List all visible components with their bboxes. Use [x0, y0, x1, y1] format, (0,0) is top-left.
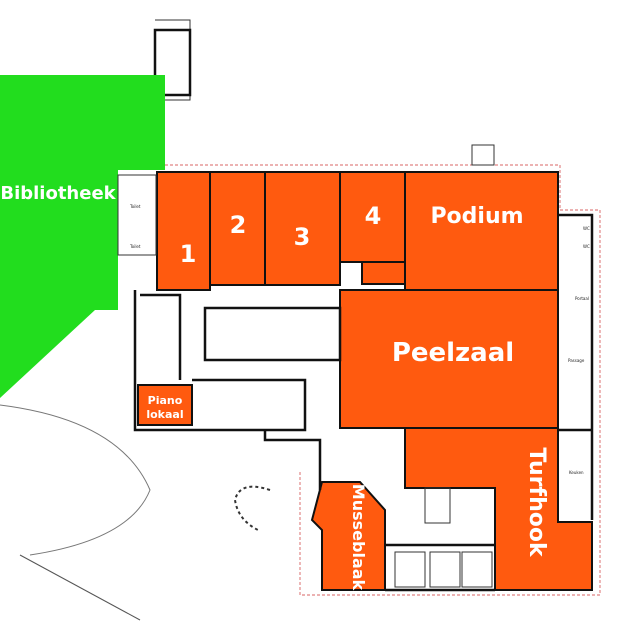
- ramp-line: [19, 554, 141, 621]
- south-corridor: [263, 430, 322, 490]
- site-boundary: [165, 164, 601, 596]
- toilet-b: [429, 551, 461, 588]
- label-passage: Passage: [568, 358, 585, 363]
- entrance-tower-walls: [153, 28, 192, 97]
- label-2: 2: [230, 211, 247, 239]
- label-podium: Podium: [430, 204, 523, 229]
- room-2[interactable]: [209, 171, 266, 286]
- label-bibliotheek: Bibliotheek: [0, 183, 116, 204]
- room-turfhook[interactable]: [404, 427, 593, 591]
- room-podium[interactable]: [404, 171, 559, 291]
- stairs: [424, 487, 451, 524]
- label-1: 1: [180, 240, 197, 268]
- toilet-c: [461, 551, 493, 588]
- corridor-walls: [133, 290, 307, 432]
- toilet-block-west: [117, 174, 157, 256]
- label-keuken: Keuken: [569, 470, 584, 475]
- storage-4: [361, 261, 406, 285]
- terrace-curve: [0, 404, 151, 556]
- label-portaal: Portaal: [575, 296, 589, 301]
- label-peelzaal: Peelzaal: [392, 338, 514, 368]
- label-piano-1: Piano: [148, 394, 183, 407]
- toilet-block: [140, 293, 182, 380]
- label-toilet-2: Toilet: [129, 244, 141, 249]
- label-piano-2: lokaal: [146, 408, 183, 421]
- dashed-path: [233, 485, 271, 531]
- inner-block: [203, 306, 342, 362]
- room-bibliotheek[interactable]: [0, 75, 165, 398]
- label-3: 3: [294, 223, 311, 251]
- room-4[interactable]: [339, 171, 406, 263]
- label-toilet-1: Toilet: [129, 204, 141, 209]
- room-1[interactable]: [156, 171, 211, 291]
- east-wing: [558, 213, 594, 520]
- label-musseblaak: Musseblaak: [349, 484, 368, 591]
- room-peelzaal[interactable]: [339, 289, 559, 429]
- label-wc-1: WC: [583, 226, 590, 231]
- stairs-top: [471, 144, 495, 166]
- label-4: 4: [365, 202, 382, 230]
- room-musseblaak[interactable]: [310, 481, 386, 591]
- room-piano-lokaal[interactable]: [137, 384, 193, 426]
- label-wc-2: WC: [583, 244, 590, 249]
- label-turfhook: Turfhook: [524, 447, 549, 558]
- south-toilets: [385, 543, 495, 592]
- toilet-a: [394, 551, 426, 588]
